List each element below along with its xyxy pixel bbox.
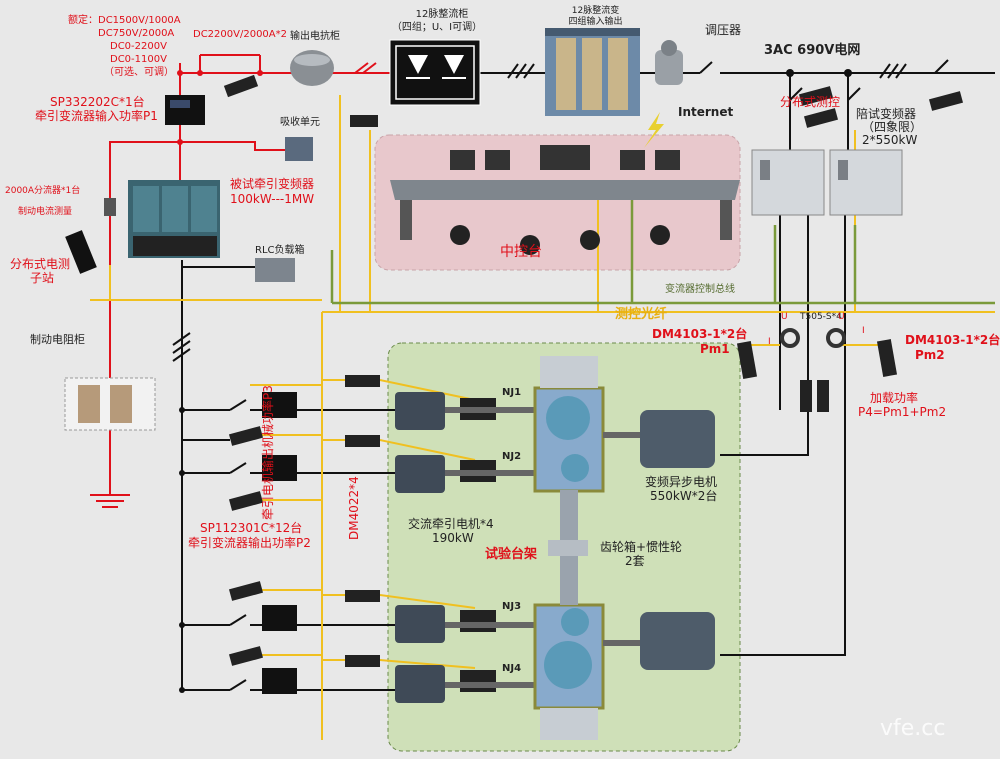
load-power-l2: P4=Pm1+Pm2	[858, 405, 947, 419]
async-motor-l2: 550kW*2台	[650, 489, 718, 503]
companion-inverters	[751, 149, 903, 216]
input-analyzer-l1: SP332202C*1台	[50, 95, 145, 109]
brake-cabinet-label: 制动电阻柜	[30, 333, 85, 346]
mech-power-label: 牵引电机输出机械功率P3	[261, 385, 275, 520]
rectifier-transformer	[545, 28, 640, 116]
fiber-label: 测控光纤	[615, 307, 668, 322]
rating-line3: DC0-2200V	[110, 41, 167, 52]
transformer-title: 12脉整流变	[571, 6, 620, 16]
rectifier-cabinet	[389, 39, 481, 106]
output-analyzer-l1: SP112301C*12台	[200, 521, 303, 535]
internet-label: Internet	[678, 105, 734, 119]
current-transducers	[780, 328, 846, 348]
shunt-l2: 制动电流测量	[18, 207, 73, 217]
voltage-regulator	[655, 40, 683, 85]
brake-resistor-cabinet	[64, 377, 156, 431]
rating-line4: DC0-1100V	[110, 54, 167, 65]
dm-left-l1: DM4103-1*2台	[652, 327, 748, 341]
async-motors	[603, 410, 715, 670]
async-motor-l1: 变频异步电机	[645, 475, 718, 489]
rlc-label: RLC负载箱	[255, 245, 305, 256]
distributed-substation-meter	[65, 230, 97, 274]
nj3-label: NJ3	[502, 601, 522, 612]
u-label-1: U	[781, 312, 788, 322]
central-console	[390, 145, 740, 255]
i-label-2: I	[862, 326, 865, 336]
gearbox-l2: 2套	[625, 554, 645, 568]
i-label-1: I	[768, 337, 771, 347]
rectifier-sub: （四组；U、I可调）	[391, 22, 483, 33]
dm4022-label: DM4022*4	[347, 476, 361, 540]
reactor-rating: DC2200V/2000A*2	[193, 29, 287, 40]
shunt	[104, 198, 116, 216]
test-bench-label: 试验台架	[485, 547, 538, 562]
control-bus-lines	[330, 200, 995, 305]
load-power-l1: 加载功率	[870, 391, 919, 405]
dm-right-l2: Pm2	[915, 348, 945, 362]
regulator-label: 调压器	[705, 23, 742, 37]
companion-l2: （四象限）	[862, 120, 923, 134]
distributed-sub-l1: 分布式电测	[10, 257, 71, 271]
input-analyzer-l2: 牵引变流器输入功率P1	[35, 109, 158, 123]
console-label: 中控台	[500, 244, 542, 260]
dut-l2: 100kW---1MW	[230, 192, 315, 206]
output-reactor-label: 输出电抗柜	[290, 31, 340, 42]
absorb-unit	[285, 137, 313, 161]
output-reactor	[290, 50, 334, 86]
input-power-analyzer	[165, 95, 205, 125]
ac-dots	[179, 69, 852, 693]
control-bus-label: 变流器控制总线	[665, 284, 735, 295]
transformer-sub: 四组输入输出	[568, 17, 623, 27]
dm-right-l1: DM4103-1*2台	[905, 333, 1000, 347]
traction-motor-l2: 190kW	[432, 531, 474, 545]
nj1-label: NJ1	[502, 387, 522, 398]
output-analyzer-l2: 牵引变流器输出功率P2	[188, 536, 311, 550]
small-sensors	[223, 74, 964, 667]
rlc-load-box	[255, 258, 295, 282]
watermark: vfe.cc	[880, 716, 946, 741]
traction-motors	[395, 392, 535, 703]
dut-inverter	[128, 180, 220, 258]
companion-l3: 2*550kW	[862, 133, 918, 147]
shunt-l1: 2000A分流器*1台	[5, 186, 81, 196]
dm-left-l2: Pm1	[700, 342, 730, 356]
fiber-lines	[90, 95, 995, 740]
dc-bus-dots	[177, 70, 263, 145]
internet-icon	[644, 112, 664, 148]
distributed-measure-top: 分布式测控	[780, 95, 841, 109]
dut-l1: 被试牵引变频器	[230, 177, 315, 191]
nj4-label: NJ4	[502, 663, 522, 674]
nj2-label: NJ2	[502, 451, 522, 462]
companion-l1: 陪试变频器	[856, 107, 917, 121]
rating-line5: （可选、可调）	[104, 67, 174, 78]
traction-motor-l1: 交流牵引电机*4	[408, 517, 494, 531]
rating-line2: DC750V/2000A	[98, 28, 175, 39]
ct-label: T505-S*4	[800, 312, 842, 322]
u-label-2: U	[838, 312, 845, 322]
distributed-sub-l2: 子站	[30, 271, 55, 285]
rating-title: 额定：DC1500V/1000A	[68, 15, 181, 26]
rectifier-title: 12脉整流柜	[415, 9, 469, 20]
grid-label: 3AC 690V电网	[764, 43, 861, 58]
gearbox-l1: 齿轮箱+惯性轮	[600, 540, 683, 554]
gearboxes	[533, 356, 605, 740]
output-analyzers	[262, 392, 297, 694]
absorb-label: 吸收单元	[280, 117, 320, 128]
